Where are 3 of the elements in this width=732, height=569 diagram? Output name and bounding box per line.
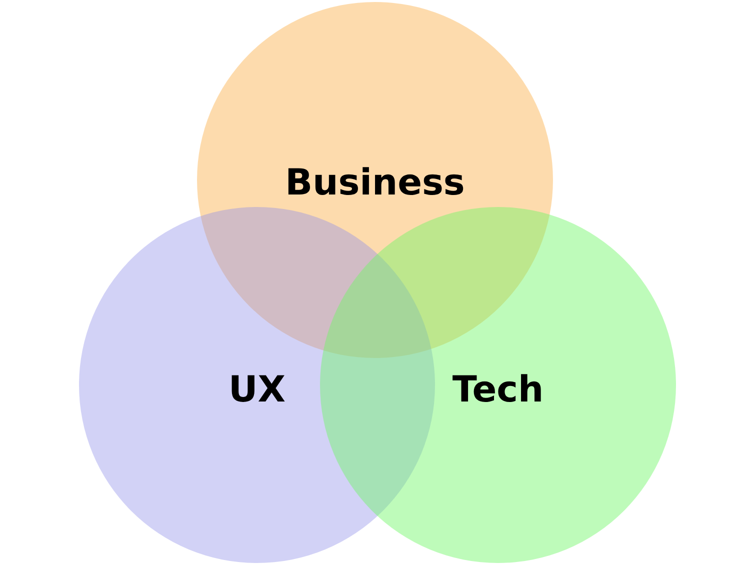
set-label: UX <box>228 370 286 410</box>
set-label: Business <box>285 162 465 204</box>
set-label: Tech <box>452 370 544 410</box>
